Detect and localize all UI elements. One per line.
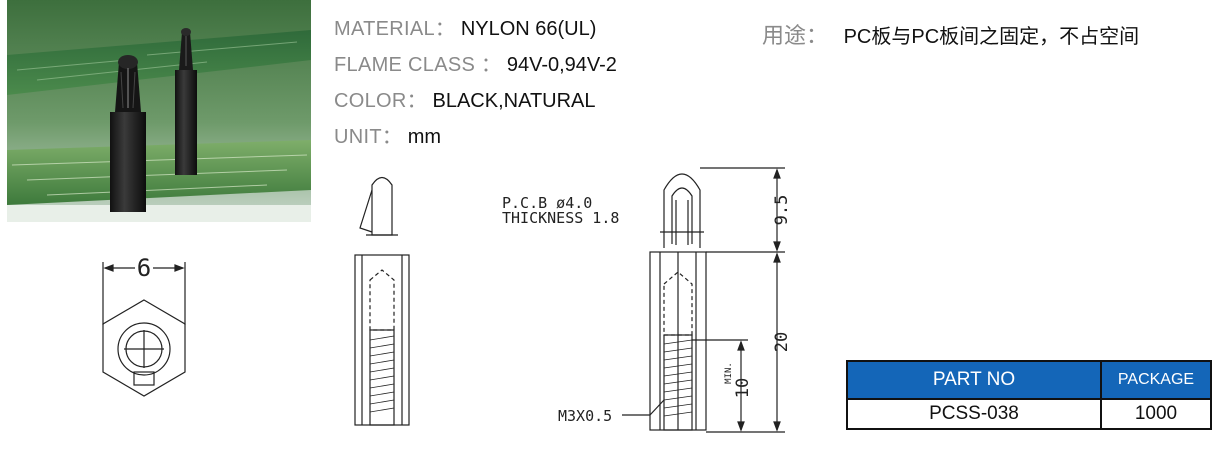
spec-color: COLOR： BLACK,NATURAL	[334, 84, 617, 120]
part-number-cell: PCSS-038	[846, 398, 1102, 430]
thread-spec-label: M3X0.5	[558, 407, 612, 425]
top-height-dimension: 9.5	[772, 195, 792, 226]
unit-label: UNIT：	[334, 126, 403, 148]
flame-class-value: 94V-0,94V-2	[506, 54, 617, 76]
min-label: MIN.	[724, 362, 734, 384]
color-label: COLOR：	[334, 90, 427, 112]
usage-line: 用途： PC板与PC板间之固定，不占空间	[762, 18, 1139, 50]
material-label: MATERIAL：	[334, 18, 456, 40]
column-header-package: PACKAGE	[1100, 360, 1212, 400]
spec-unit: UNIT： mm	[334, 120, 617, 150]
side-view-drawing	[354, 176, 410, 426]
thread-length-dimension: 10	[733, 378, 753, 398]
table-row: PCSS-038 1000	[846, 398, 1212, 430]
package-cell: 1000	[1100, 398, 1212, 430]
top-view-drawing	[102, 262, 186, 397]
dimension-lines	[692, 167, 785, 433]
spec-flame-class: FLAME CLASS ： 94V-0,94V-2	[334, 48, 617, 84]
pcb-hole-label: P.C.B ø4.0	[502, 194, 592, 212]
table-header-row: PART NO PACKAGE	[846, 360, 1212, 400]
unit-value: mm	[407, 126, 442, 148]
column-header-part-no: PART NO	[846, 360, 1102, 400]
material-value: NYLON 66(UL)	[460, 18, 597, 40]
usage-label: 用途：	[762, 23, 829, 48]
part-number-table: PART NO PACKAGE PCSS-038 1000	[846, 360, 1212, 430]
spec-list: MATERIAL： NYLON 66(UL) FLAME CLASS ： 94V…	[334, 12, 617, 150]
front-view-drawing	[622, 173, 707, 431]
body-height-dimension: 20	[772, 332, 792, 352]
pcb-thickness-label: THICKNESS 1.8	[502, 209, 619, 227]
product-photo	[7, 0, 311, 222]
usage-value: PC板与PC板间之固定，不占空间	[843, 26, 1140, 48]
width-dimension-label: 6	[137, 254, 151, 282]
flame-class-label: FLAME CLASS ：	[334, 54, 502, 76]
spec-material: MATERIAL： NYLON 66(UL)	[334, 12, 617, 48]
color-value: BLACK,NATURAL	[432, 90, 596, 112]
